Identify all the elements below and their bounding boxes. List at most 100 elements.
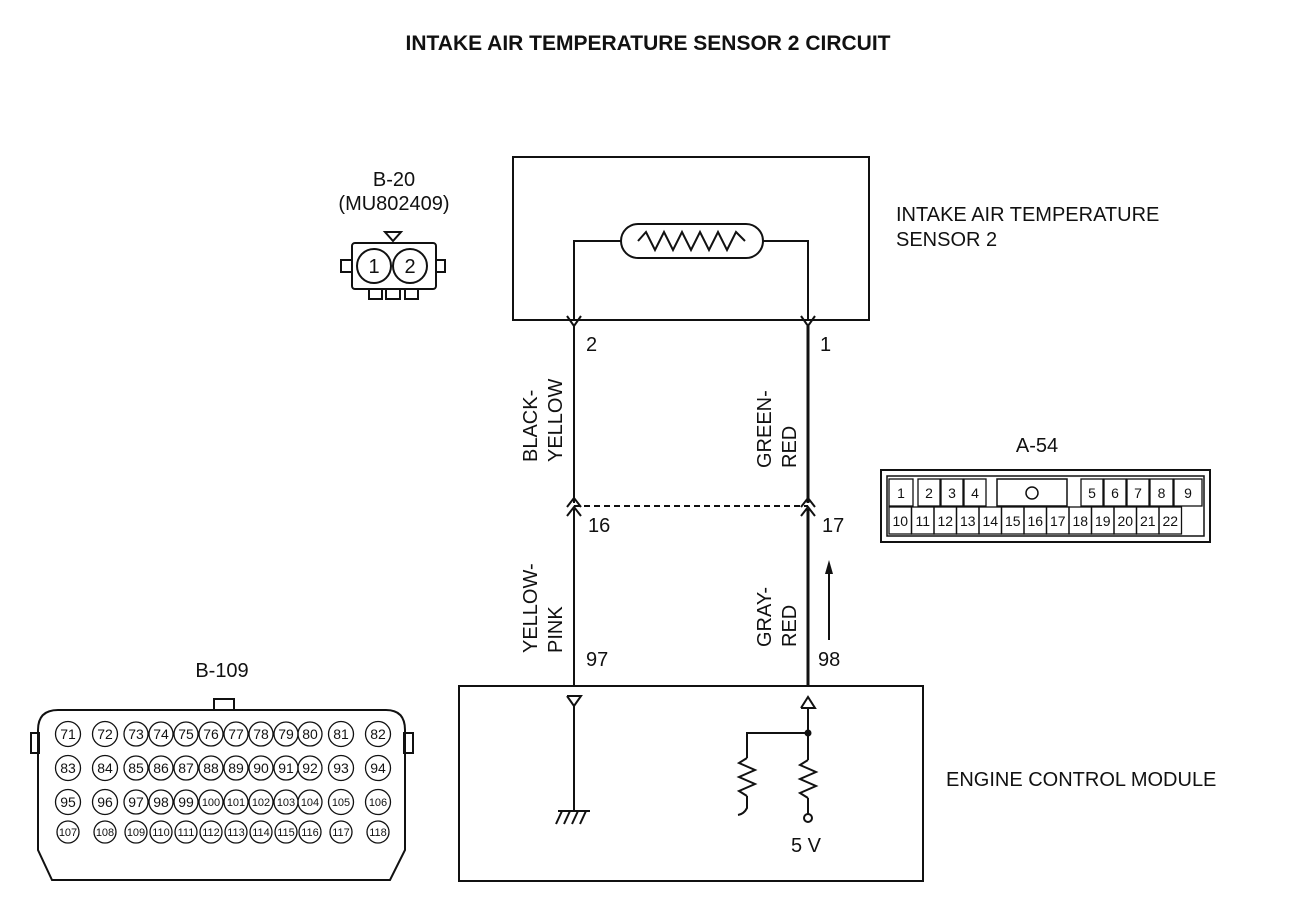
connector-b20-foot-1 (368, 288, 383, 300)
b109-pin-112: 112 (202, 827, 220, 839)
b109-pin-78: 78 (253, 726, 269, 742)
connector-b20-foot-3 (404, 288, 419, 300)
b109-pin-99: 99 (178, 794, 194, 810)
b109-pin-91: 91 (278, 760, 294, 776)
b109-pin-72-circle (91, 720, 119, 748)
b109-pin-72: 72 (97, 726, 113, 742)
a54-pin-18: 18 (1072, 513, 1088, 529)
wire-color-gray-red-1: GRAY- (754, 587, 776, 647)
ecm-input-lead (737, 796, 748, 816)
ecm-pullup-resistor (797, 759, 819, 799)
b109-pin-89: 89 (228, 760, 244, 776)
b109-pin-98: 98 (153, 794, 169, 810)
b109-pin-116-circle (298, 820, 322, 844)
b109-pin-90: 90 (253, 760, 269, 776)
b109-pin-89-circle (223, 755, 249, 781)
a54-pin-14: 14 (982, 513, 998, 529)
b109-pin-97: 97 (128, 794, 144, 810)
b109-pin-93-circle (327, 754, 355, 782)
b109-pin-86-circle (148, 755, 174, 781)
b109-pin-103: 103 (277, 797, 295, 809)
b109-pin-106: 106 (369, 797, 387, 809)
ecm-input-branch (746, 732, 808, 758)
a54-pin-5-cell (1080, 478, 1104, 507)
b109-pin-82: 82 (370, 726, 386, 742)
b109-pin-81: 81 (333, 726, 349, 742)
b109-pin-101-circle (223, 789, 249, 815)
a54-pin-20: 20 (1117, 513, 1133, 529)
b109-pin-104-circle (297, 789, 323, 815)
ecm-name: ENGINE CONTROL MODULE (946, 769, 1216, 791)
connector-b109-key (213, 698, 235, 711)
junction-terminal-17-top (800, 496, 816, 508)
b109-pin-105-circle (327, 788, 355, 816)
connector-b20-pin-1: 1 (368, 256, 379, 278)
connector-b20: B-20 (MU802409) 1 2 (338, 169, 450, 300)
b109-pin-114-circle (249, 820, 273, 844)
wire-color-green-red-2: RED (779, 426, 801, 468)
b109-pin-105: 105 (332, 797, 350, 809)
a54-pin-7-cell (1126, 478, 1150, 507)
b109-pin-118: 118 (369, 827, 387, 839)
b109-pin-87-circle (173, 755, 199, 781)
a54-pin-15: 15 (1005, 513, 1021, 529)
b109-pin-102-circle (248, 789, 274, 815)
b109-pin-75: 75 (178, 726, 194, 742)
connector-b20-key-icon (382, 231, 404, 243)
connector-a54-lock-icon (1025, 486, 1039, 500)
wire-color-green-red-1: GREEN- (754, 390, 776, 468)
diagram-title: INTAKE AIR TEMPERATURE SENSOR 2 CIRCUIT (406, 32, 891, 55)
b109-pin-81-circle (327, 720, 355, 748)
sensor-box (512, 156, 870, 321)
ground-symbol (555, 810, 590, 825)
b109-pin-110: 110 (152, 827, 170, 839)
engine-control-module: 5 V ENGINE CONTROL MODULE (458, 685, 1216, 882)
b109-pin-104: 104 (301, 797, 319, 809)
b109-pin-101: 101 (227, 797, 245, 809)
junction-pin-17: 17 (822, 515, 844, 537)
b109-pin-94: 94 (370, 760, 386, 776)
thermistor-zigzag (637, 229, 746, 253)
a54-pin-9-cell (1173, 478, 1203, 507)
a54-pin-8-cell (1149, 478, 1174, 507)
a54-pin-6: 6 (1111, 485, 1119, 501)
wire-color-black-yellow-2: YELLOW (545, 379, 567, 462)
wire-color-yellow-pink-2: PINK (545, 606, 567, 653)
a54-pin-5: 5 (1088, 485, 1096, 501)
b109-pin-82-circle (364, 720, 392, 748)
ecm-pin-98: 98 (818, 649, 840, 671)
b109-pin-92-circle (297, 755, 323, 781)
b109-pin-111-circle (174, 820, 198, 844)
b109-pin-96-circle (91, 788, 119, 816)
ecm-supply-voltage: 5 V (791, 835, 822, 857)
b109-pin-77-circle (223, 721, 249, 747)
b109-pin-115-circle (274, 820, 298, 844)
sensor-name-line2: SENSOR 2 (896, 229, 997, 251)
b109-pin-107-circle (56, 820, 80, 844)
sensor-lead-left (573, 240, 621, 320)
b109-pin-95: 95 (60, 794, 76, 810)
b109-pin-100-circle (198, 789, 224, 815)
a54-pin-4: 4 (971, 485, 979, 501)
b109-pin-76-circle (198, 721, 224, 747)
a54-pin-13: 13 (960, 513, 976, 529)
connector-b20-pin-2-circle (392, 248, 428, 284)
a54-pin-7: 7 (1134, 485, 1142, 501)
connector-a54-id: A-54 (1016, 435, 1058, 457)
b109-pin-96: 96 (97, 794, 113, 810)
b109-pin-73-circle (123, 721, 149, 747)
b109-pin-88: 88 (203, 760, 219, 776)
supply-terminal-icon (803, 813, 813, 823)
connector-b20-foot-2 (385, 288, 401, 300)
connector-a54-outer (880, 469, 1211, 543)
connector-b20-tab-right (435, 259, 446, 273)
a54-pin-4-cell (963, 478, 987, 507)
connector-b20-part: (MU802409) (338, 193, 449, 215)
a54-pin-17: 17 (1050, 513, 1066, 529)
a54-pin-1: 1 (897, 485, 905, 501)
b109-pin-74: 74 (153, 726, 169, 742)
b109-pin-117-circle (329, 820, 353, 844)
b109-pin-99-circle (173, 789, 199, 815)
